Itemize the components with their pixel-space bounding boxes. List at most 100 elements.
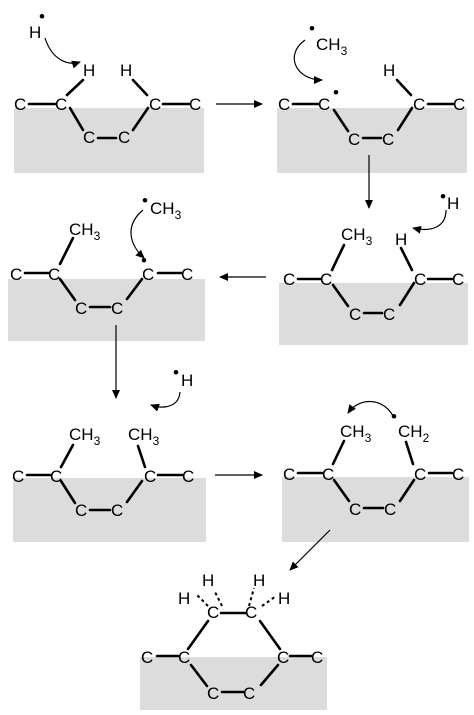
hydrogen-radical-3: • H	[173, 363, 193, 390]
step-6-structure: C C C C C C CH3 • CH2	[282, 407, 469, 542]
svg-text:CH3: CH3	[340, 422, 372, 445]
atom-c: C	[55, 95, 67, 114]
step-2-structure: C C • C C C C H	[277, 61, 467, 173]
arrow-diagonal-1	[289, 529, 331, 571]
radical-dot: •	[391, 407, 397, 426]
radical-dot: •	[440, 187, 446, 206]
atom-h: H	[83, 61, 95, 80]
atom-c: C	[144, 467, 156, 486]
methyl-label: CH	[150, 199, 175, 218]
atom-c: C	[178, 648, 190, 667]
atom-c: C	[14, 95, 26, 114]
atom-c: C	[181, 265, 193, 284]
atom-c: C	[243, 684, 255, 703]
atom-c: C	[320, 270, 332, 289]
methyl-radical-1: • CH3	[309, 19, 348, 58]
atom-c: C	[10, 265, 22, 284]
methyl-radical-2: • CH3	[142, 191, 182, 222]
atom-h: H	[120, 61, 132, 80]
step-1-structure: C C C C C C H H	[14, 61, 204, 173]
hydrogen-radical-2: • H	[440, 187, 459, 213]
atom-c: C	[182, 467, 194, 486]
atom-h: H	[383, 61, 395, 80]
atom-c: C	[207, 603, 219, 622]
curved-arrow-4	[130, 209, 145, 259]
atom-c: C	[111, 299, 123, 318]
step-3-structure: C C C C C C CH3 H	[279, 225, 468, 345]
svg-text:CH3: CH3	[69, 220, 101, 243]
radical-dot: •	[39, 7, 45, 26]
atom-c: C	[311, 648, 323, 667]
surface-2	[277, 108, 467, 173]
step-7-structure: C C C C C C C C H H H H	[140, 571, 327, 710]
atom-c: C	[322, 465, 334, 484]
atom-c: C	[318, 95, 330, 114]
radical-h: H	[447, 194, 459, 213]
methyl-label: CH	[128, 425, 153, 444]
methylene-label: CH	[398, 422, 423, 441]
atom-c: C	[453, 95, 465, 114]
curved-arrow-1	[44, 37, 81, 69]
surface-6	[282, 477, 469, 542]
radical-dot: •	[141, 251, 147, 270]
atom-c: C	[149, 95, 161, 114]
methyl-label: CH	[341, 225, 366, 244]
step-5-structure: C C C C C C CH3 CH3	[12, 425, 206, 542]
atom-c: C	[141, 648, 153, 667]
radical-h: H	[29, 23, 41, 42]
atom-c: C	[452, 270, 464, 289]
methyl-label: CH	[69, 425, 94, 444]
atom-c: C	[83, 128, 95, 147]
atom-c: C	[111, 501, 123, 520]
curved-arrow-3	[412, 209, 447, 234]
atom-c: C	[382, 130, 394, 149]
step-4-structure: C C C C C • C CH3	[8, 220, 205, 341]
svg-text:CH3: CH3	[69, 425, 101, 448]
atom-c: C	[414, 465, 426, 484]
atom-h: H	[395, 230, 407, 249]
radical-dot: •	[309, 19, 315, 38]
surface-4	[8, 279, 205, 341]
methyl-label: CH	[69, 220, 94, 239]
atom-c: C	[283, 270, 295, 289]
atom-h: H	[253, 571, 265, 590]
atom-c: C	[207, 684, 219, 703]
svg-text:CH3: CH3	[341, 225, 373, 248]
atom-c: C	[277, 648, 289, 667]
svg-text:CH3: CH3	[128, 425, 160, 448]
radical-dot: •	[333, 83, 339, 102]
atom-c: C	[414, 270, 426, 289]
surface-1	[14, 108, 204, 173]
atom-c: C	[384, 500, 396, 519]
atom-c: C	[118, 128, 130, 147]
atom-c: C	[383, 305, 395, 324]
atom-c: C	[50, 467, 62, 486]
atom-c: C	[278, 95, 290, 114]
radical-dot: •	[173, 363, 179, 382]
hydrogen-radical-1: H •	[29, 7, 45, 42]
atom-h: H	[178, 589, 190, 608]
curved-arrow-2	[293, 39, 323, 84]
atom-c: C	[348, 130, 360, 149]
svg-text:CH3: CH3	[150, 199, 182, 222]
atom-c: C	[349, 305, 361, 324]
svg-text:CH2: CH2	[398, 422, 430, 445]
atom-h: H	[278, 589, 290, 608]
methyl-label: CH	[316, 35, 341, 54]
atom-c: C	[75, 501, 87, 520]
curved-arrow-5	[150, 391, 181, 412]
atom-c: C	[245, 603, 257, 622]
curved-arrow-6	[347, 400, 395, 419]
atom-c: C	[12, 467, 24, 486]
radical-h: H	[181, 371, 193, 390]
atom-c: C	[452, 465, 464, 484]
atom-c: C	[75, 299, 87, 318]
atom-c: C	[48, 265, 60, 284]
atom-c: C	[413, 95, 425, 114]
svg-text:CH3: CH3	[316, 35, 348, 58]
atom-c: C	[283, 465, 295, 484]
atom-c: C	[349, 500, 361, 519]
atom-h: H	[202, 571, 214, 590]
atom-c: C	[189, 95, 201, 114]
